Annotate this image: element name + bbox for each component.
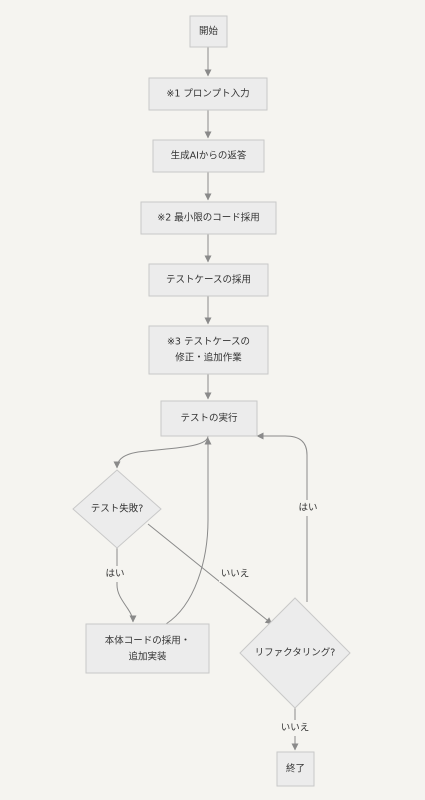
edge-maincode-to-testrun [165, 437, 212, 625]
node-test-run-label: テストの実行 [180, 412, 238, 424]
node-end: 終了 [276, 751, 315, 787]
node-test-fix: ※3 テストケースの 修正・追加作業 [148, 325, 269, 375]
edge-refactor-to-testrun [256, 432, 308, 602]
node-ai-response: 生成AIからの返答 [152, 139, 265, 173]
node-main-code-line2: 追加実装 [128, 651, 167, 663]
node-test-fail-label: テスト失敗? [91, 503, 144, 515]
edge-testfail-to-refactor [147, 523, 273, 625]
node-test-fix-line1: ※3 テストケースの [167, 337, 250, 348]
edge-testrun-to-testfail [113, 435, 209, 469]
node-main-code: 本体コードの採用・ 追加実装 [85, 623, 210, 674]
node-start-label: 開始 [199, 25, 219, 37]
edge-testfail-to-maincode [116, 548, 137, 623]
node-refactor-label: リファクタリング? [255, 647, 336, 659]
node-min-code-label: ※2 最小限のコード採用 [157, 212, 260, 224]
node-prompt-input-label: ※1 プロンプト入力 [166, 88, 249, 100]
node-end-label: 終了 [286, 763, 305, 775]
edges [113, 47, 308, 751]
node-test-fix-line2: 修正・追加作業 [175, 352, 242, 364]
node-test-run: テストの実行 [160, 400, 258, 437]
node-main-code-line1: 本体コードの採用・ [105, 635, 191, 647]
node-start: 開始 [189, 15, 228, 48]
node-test-adopt-label: テストケースの採用 [166, 274, 251, 286]
node-refactor-decision: リファクタリング? [239, 597, 351, 709]
node-min-code: ※2 最小限のコード採用 [140, 201, 277, 235]
node-ai-response-label: 生成AIからの返答 [171, 150, 247, 162]
node-prompt-input: ※1 プロンプト入力 [148, 77, 268, 111]
node-test-fail-decision: テスト失敗? [72, 469, 162, 549]
node-test-adopt: テストケースの採用 [148, 263, 269, 297]
edge-label-fail-yes: はい [105, 569, 124, 580]
edge-label-refactor-yes: はい [298, 503, 317, 514]
edge-label-refactor-no: いいえ [281, 723, 310, 734]
edge-labels: はい いいえ はい いいえ [103, 500, 320, 736]
edge-label-fail-no: いいえ [221, 569, 250, 580]
